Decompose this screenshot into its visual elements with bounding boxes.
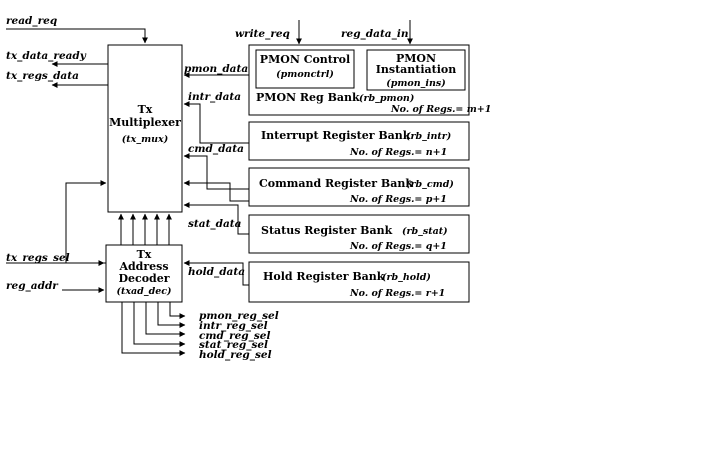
- select-lines: [121, 302, 186, 356]
- pmon-inst-title-2: Instantiation: [376, 63, 457, 76]
- intr-bank-sub: (rb_intr): [406, 131, 451, 142]
- intr-bank-count: No. of Regs.= n+1: [349, 147, 447, 158]
- tx-mux-box: [107, 44, 183, 213]
- stat-data-label: stat_data: [188, 218, 242, 231]
- hold-bank-sub: (rb_hold): [382, 272, 431, 283]
- tx-decoder-box: [105, 244, 183, 303]
- stat-bank-count: No. of Regs.= q+1: [349, 241, 447, 252]
- decoder-to-mux-arrows: [118, 213, 172, 245]
- select-label-2: cmd_reg_sel: [199, 330, 270, 343]
- intr-bank-title: Interrupt Register Bank: [261, 129, 411, 142]
- tx-dec-label-1: Tx: [137, 248, 152, 261]
- hold-bank-count: No. of Regs.= r+1: [349, 288, 445, 299]
- read-req-arrow: [6, 28, 148, 44]
- cmd-bank-sub: (rb_cmd): [406, 179, 454, 190]
- cmd-mux-link: [183, 180, 249, 202]
- select-label-0: pmon_reg_sel: [199, 310, 279, 323]
- pmon-inst-box: [366, 49, 466, 91]
- tx-regs-sel-feed: [65, 180, 107, 264]
- stat-bank-title: Status Register Bank: [261, 224, 393, 237]
- pmon-inst-title-1: PMON: [396, 52, 436, 65]
- cmd-data-arrow: [183, 153, 249, 190]
- select-label-3: stat_reg_sel: [199, 339, 268, 352]
- pmon-bank-sub: (rb_pmon): [359, 93, 414, 104]
- write-req-label: write_req: [235, 28, 290, 41]
- hold-data-label: hold_data: [188, 266, 245, 279]
- select-label-4: hold_reg_sel: [199, 349, 272, 362]
- pmon-inst-sub: (pmon_ins): [386, 78, 446, 89]
- hold-data-arrow: [183, 260, 249, 286]
- hold-bank-title: Hold Register Bank: [263, 270, 385, 283]
- hold-bank-box: [248, 261, 470, 303]
- cmd-data-label: cmd_data: [188, 143, 244, 156]
- tx-data-ready-label: tx_data_ready: [6, 50, 87, 63]
- tx-regs-sel-label: tx_regs_sel: [6, 252, 70, 265]
- cmd-bank-count: No. of Regs.= p+1: [349, 194, 447, 205]
- tx-dec-label-4: (txad_dec): [116, 286, 171, 297]
- pmon-control-title: PMON Control: [260, 53, 350, 66]
- cmd-bank-box: [248, 167, 470, 207]
- intr-data-label: intr_data: [188, 91, 241, 104]
- intr-bank-box: [248, 121, 470, 161]
- intr-data-arrow: [183, 101, 249, 144]
- pmon-bank-label: PMON Reg Bank: [256, 91, 360, 104]
- stat-bank-box: [248, 214, 470, 254]
- pmon-control-sub: (pmonctrl): [276, 69, 334, 80]
- tx-dec-label-2: Address: [118, 260, 168, 273]
- stat-data-arrow: [183, 202, 249, 235]
- pmon-count: No. of Regs.= m+1: [390, 104, 491, 115]
- tx-mux-label-2: Multiplexer: [109, 116, 181, 129]
- read-req-label: read_req: [6, 15, 57, 28]
- reg-addr-label: reg_addr: [6, 280, 59, 293]
- tx-dec-label-3: Decoder: [118, 272, 169, 285]
- reg-data-in-label: reg_data_in: [341, 28, 408, 41]
- select-label-1: intr_reg_sel: [199, 320, 268, 333]
- pmon-control-box: [255, 49, 355, 89]
- cmd-bank-title: Command Register Bank: [259, 177, 413, 190]
- pmon-data-label: pmon_data: [184, 63, 248, 76]
- tx-mux-label-1: Tx: [138, 103, 153, 116]
- tx-mux-label-3: (tx_mux): [122, 134, 168, 145]
- stat-bank-sub: (rb_stat): [402, 226, 448, 237]
- tx-regs-data-label: tx_regs_data: [6, 70, 79, 83]
